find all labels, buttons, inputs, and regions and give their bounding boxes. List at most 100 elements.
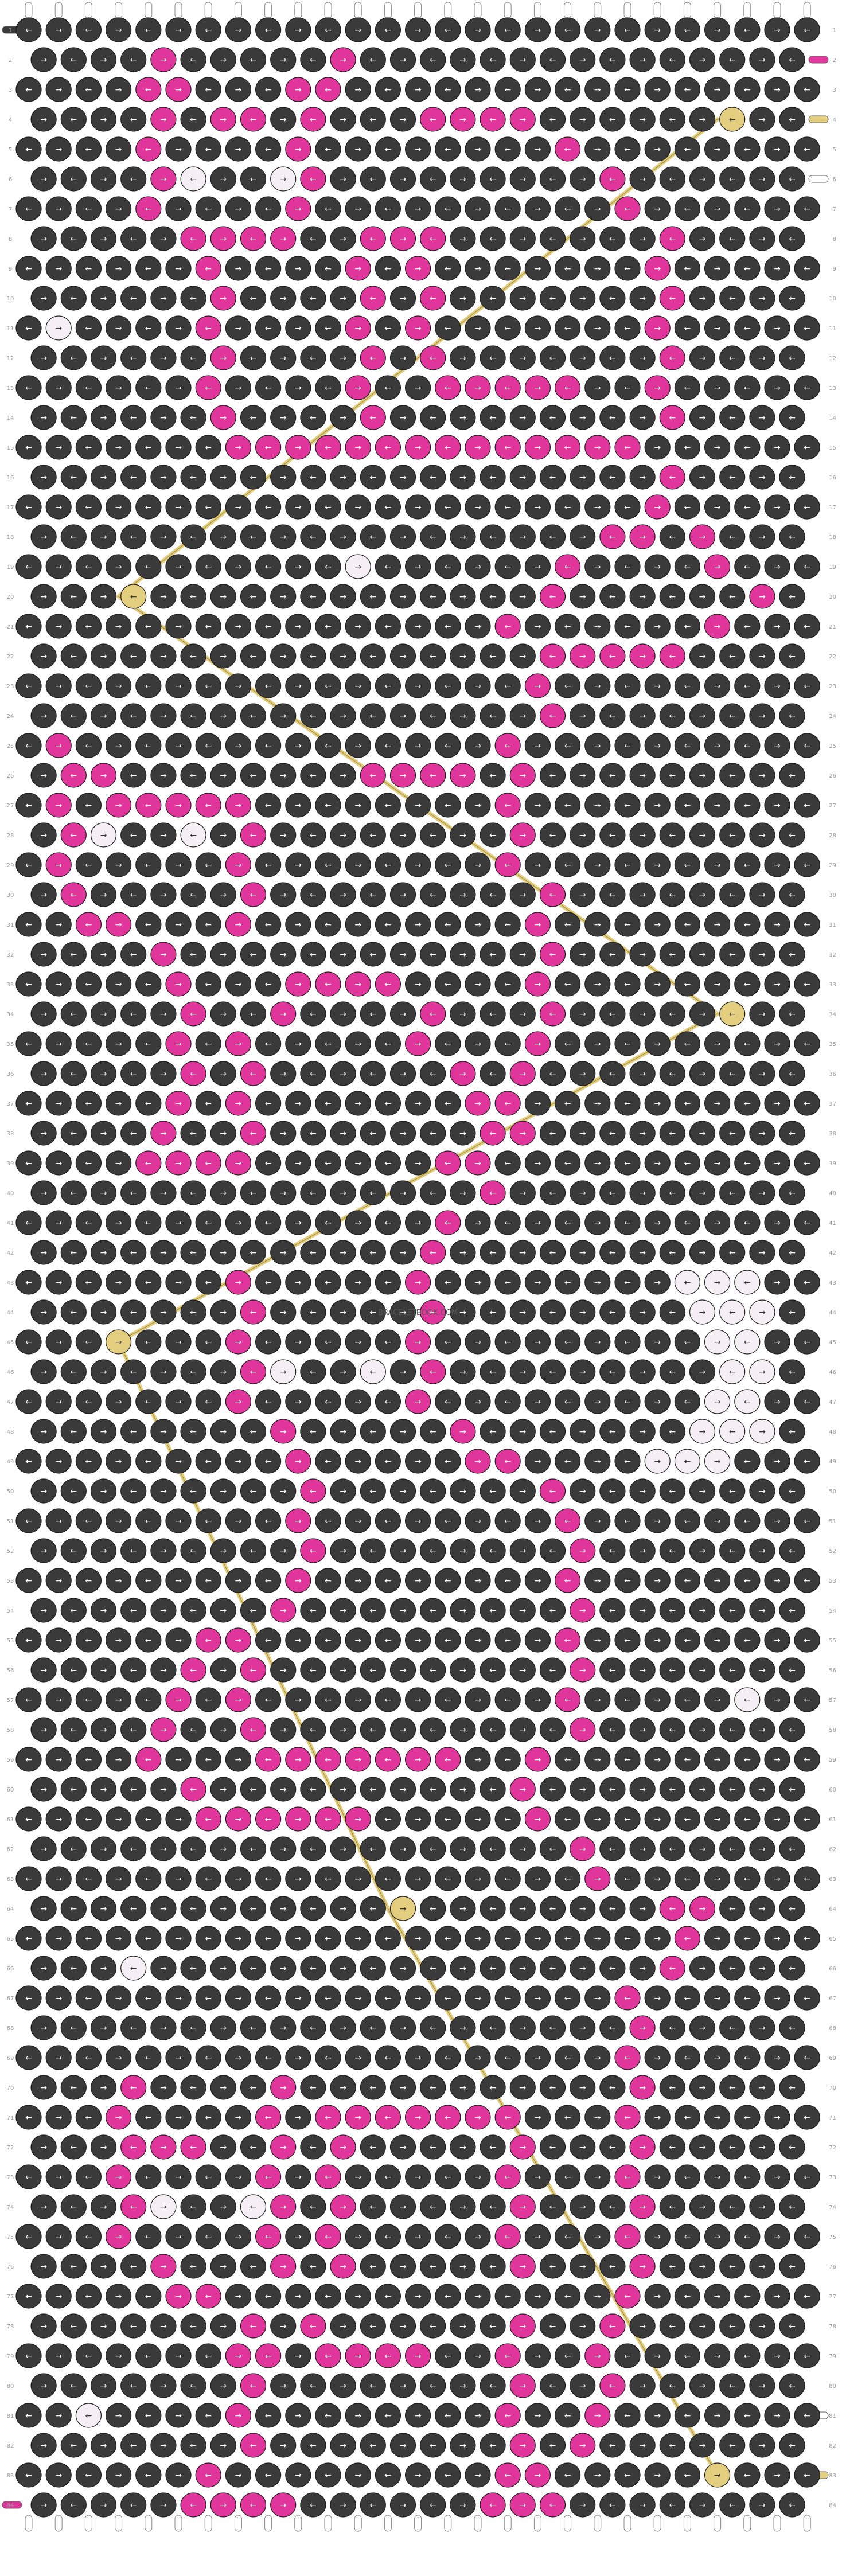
arrow-right-icon: → (175, 741, 182, 751)
knot-background_knot: ← (420, 1538, 446, 1563)
arrow-left-icon: ← (385, 1338, 392, 1347)
arrow-left-icon: ← (504, 563, 511, 572)
knot-background_knot: → (524, 256, 551, 281)
arrow-right-icon: → (235, 1099, 242, 1109)
knot-background_knot: → (330, 1777, 356, 1802)
knot-background_knot: ← (539, 405, 566, 430)
knot-background_knot: → (450, 1180, 476, 1205)
arrow-right-icon: → (579, 771, 586, 780)
knot-background_knot: → (90, 1359, 117, 1384)
arrow-right-icon: → (40, 115, 47, 124)
arrow-right-icon: → (340, 1189, 346, 1198)
arrow-left-icon: ← (504, 26, 511, 35)
knot-background_knot: → (285, 375, 311, 400)
arrow-left-icon: ← (369, 831, 376, 840)
knot-background_knot: → (404, 1091, 431, 1116)
arrow-right-icon: → (235, 801, 242, 810)
arrow-left-icon: ← (789, 712, 796, 721)
knot-background_knot: → (404, 852, 431, 877)
knot-background_knot: → (584, 1508, 611, 1533)
knot-shape (375, 196, 401, 221)
arrow-right-icon: → (459, 354, 466, 363)
arrow-left-icon: ← (729, 950, 736, 959)
arrow-left-icon: ← (25, 1755, 32, 1765)
arrow-left-icon: ← (684, 861, 691, 870)
knot-background_knot: ← (255, 1687, 282, 1712)
arrow-left-icon: ← (205, 1040, 212, 1049)
knot-background_knot: ← (180, 1419, 206, 1444)
top-string-tail (324, 2, 332, 19)
arrow-right-icon: → (175, 384, 182, 393)
knot-background_knot: → (345, 1270, 371, 1295)
knot-background_knot: → (225, 375, 251, 400)
arrow-right-icon: → (474, 324, 481, 333)
arrow-right-icon: → (699, 1726, 706, 1735)
arrow-left-icon: ← (789, 1129, 796, 1138)
arrow-left-icon: ← (430, 1189, 436, 1198)
knot-background_knot: ← (375, 554, 401, 579)
arrow-left-icon: ← (325, 205, 332, 214)
knot-background_knot: → (150, 226, 177, 251)
arrow-right-icon: → (354, 920, 361, 930)
arrow-left-icon: ← (430, 712, 436, 721)
arrow-right-icon: → (415, 264, 422, 274)
arrow-left-icon: ← (684, 384, 691, 393)
arrow-left-icon: ← (789, 115, 796, 124)
arrow-right-icon: → (115, 1457, 122, 1466)
arrow-left-icon: ← (564, 145, 571, 154)
knot-background_knot: → (689, 345, 716, 370)
knot-background_knot: ← (180, 1478, 206, 1504)
knot-background_knot: ← (60, 584, 87, 609)
arrow-left-icon: ← (25, 801, 32, 810)
arrow-left-icon: ← (504, 1576, 511, 1586)
knot-background_knot: → (165, 17, 192, 42)
arrow-left-icon: ← (549, 1547, 556, 1556)
arrow-right-icon: → (40, 294, 47, 303)
knot-shape (300, 166, 326, 192)
knot-background_knot: → (524, 196, 551, 221)
knot-background_knot: ← (15, 1329, 42, 1355)
arrow-right-icon: → (55, 1398, 62, 1407)
knot-background_knot: ← (779, 1478, 805, 1504)
arrow-right-icon: → (519, 771, 526, 780)
arrow-left-icon: ← (684, 741, 691, 751)
knot-background_knot: → (584, 315, 611, 341)
knot-background_knot: → (404, 554, 431, 579)
knot-background_knot: ← (255, 136, 282, 162)
arrow-left-icon: ← (250, 294, 257, 303)
knot-background_knot: ← (300, 1061, 326, 1086)
knot-pink: ← (240, 107, 267, 132)
knot-background_knot: ← (315, 912, 341, 937)
knot-background_knot: → (285, 912, 311, 937)
arrow-right-icon: → (714, 1815, 721, 1824)
knot-background_knot: ← (75, 256, 102, 281)
knot-pink: → (345, 1747, 371, 1772)
knot-background_knot: ← (180, 1299, 206, 1325)
arrow-right-icon: → (280, 891, 287, 900)
arrow-right-icon: → (295, 205, 302, 214)
knot-background_knot: ← (315, 852, 341, 877)
knot-background_knot: ← (255, 1091, 282, 1116)
knot-background_knot: → (225, 614, 251, 639)
arrow-right-icon: → (340, 1308, 346, 1317)
knot-background_knot: → (225, 136, 251, 162)
knot-background_knot: ← (360, 1419, 386, 1444)
knot-background_knot: ← (494, 1389, 521, 1414)
knot-background_knot: ← (659, 584, 685, 609)
arrow-left-icon: ← (145, 861, 152, 870)
knot-background_knot: ← (180, 465, 206, 490)
knot-background_knot: → (404, 1210, 431, 1235)
knot-background_knot: → (689, 465, 716, 490)
knot-shape (165, 77, 192, 102)
knot-background_knot: → (764, 315, 790, 341)
bottom-string-tail (174, 2515, 182, 2532)
arrow-right-icon: → (759, 175, 766, 184)
knot-background_knot: → (30, 1359, 57, 1384)
knot-background_knot: → (106, 1687, 132, 1712)
arrow-right-icon: → (340, 1785, 346, 1794)
knot-background_knot: → (644, 554, 671, 579)
arrow-right-icon: → (280, 592, 287, 602)
arrow-left-icon: ← (205, 1398, 212, 1407)
arrow-left-icon: ← (684, 443, 691, 452)
arrow-right-icon: → (175, 26, 182, 35)
